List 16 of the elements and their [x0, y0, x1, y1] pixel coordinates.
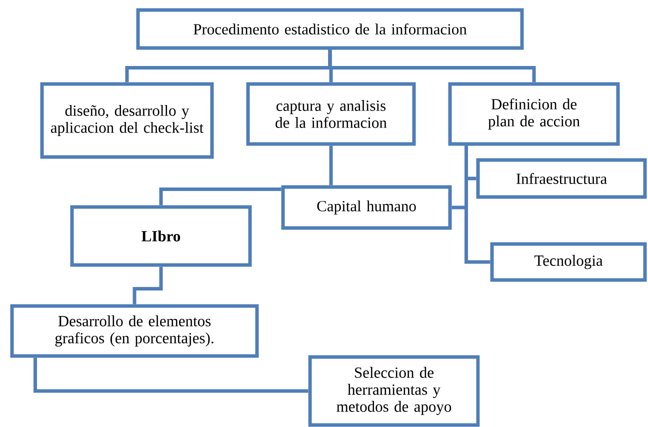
- connector: [464, 146, 490, 264]
- text-box: Infraestructura: [476, 158, 647, 199]
- text-box: Tecnologia: [490, 242, 647, 282]
- connector: [132, 266, 163, 304]
- connector: [329, 146, 333, 186]
- connector: [328, 50, 536, 82]
- text-box: captura y analisis de la informacion: [246, 82, 416, 146]
- text-box: Desarrollo de elementos graficos (en porcentajes).: [10, 304, 259, 358]
- text-box: Definicion de plan de accion: [448, 82, 620, 146]
- text-box: LIbro: [70, 205, 252, 267]
- connector: [34, 358, 308, 393]
- text-box: Seleccion de herramientas y metodos de apoyo: [308, 355, 480, 427]
- text-box: Capital humano: [281, 185, 452, 230]
- text-box: diseño, desarrollo y aplicacion del check-list: [40, 82, 214, 159]
- text-box: Procedimento estadistico de la informacion: [136, 8, 524, 50]
- connector: [159, 188, 282, 206]
